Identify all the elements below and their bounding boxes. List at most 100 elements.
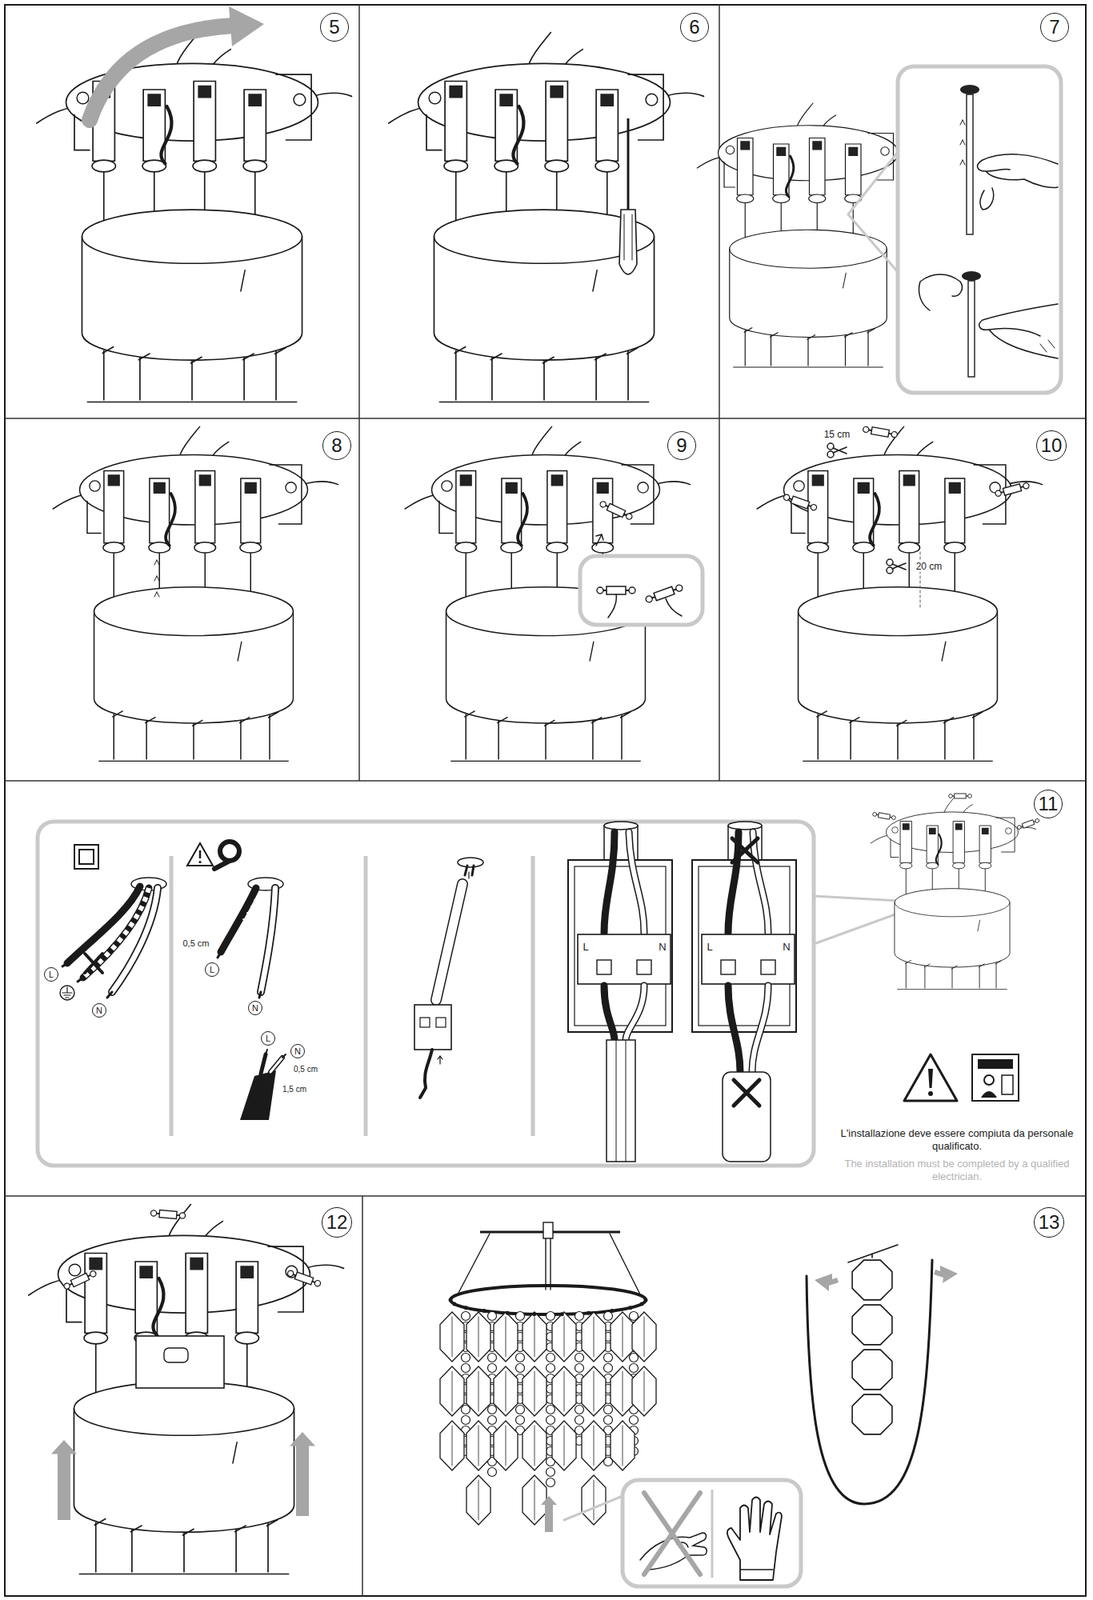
housing xyxy=(692,860,797,1033)
canopy-screw xyxy=(1005,828,1013,835)
bracket xyxy=(426,115,442,151)
step-number: 7 xyxy=(1040,12,1069,42)
bracket xyxy=(456,471,477,544)
crystal-facet xyxy=(564,1425,565,1466)
hanging-rod xyxy=(849,720,852,760)
hanging-rod xyxy=(112,714,115,761)
nut xyxy=(807,542,829,553)
dimension: 0,5 cm xyxy=(292,1064,319,1075)
crystal-drop xyxy=(610,1421,635,1471)
fixture xyxy=(36,32,353,403)
crystal-bead xyxy=(516,1312,525,1322)
octagon-crystal xyxy=(852,1305,893,1346)
ground-line xyxy=(87,401,298,403)
node-text: 10 xyxy=(1040,436,1063,456)
wire-connector xyxy=(1016,817,1040,830)
hanging-rod xyxy=(744,330,746,367)
cable-gland xyxy=(728,821,762,830)
nut xyxy=(103,542,125,553)
hanging-rod xyxy=(139,356,141,401)
rotate-arrow-head xyxy=(228,6,265,47)
bracket xyxy=(899,471,920,544)
hanging-rod xyxy=(268,714,271,760)
crystal-bead xyxy=(604,1416,613,1426)
bracket xyxy=(185,1253,208,1334)
step-number: 9 xyxy=(667,431,697,461)
crystal-drop xyxy=(522,1475,547,1526)
drum-mark xyxy=(977,920,981,932)
ground-line xyxy=(450,760,641,762)
motion-arrow xyxy=(596,534,604,546)
fixture xyxy=(52,426,338,761)
connector-body xyxy=(294,1272,313,1286)
screw-head xyxy=(1016,824,1022,830)
rod-hook xyxy=(951,965,958,969)
crystal-bead xyxy=(546,1468,556,1478)
grid-line xyxy=(718,4,721,781)
step-number: 8 xyxy=(322,431,352,461)
rod-hook xyxy=(769,332,779,338)
screwdriver-shaft xyxy=(627,118,630,210)
fixture xyxy=(28,1205,345,1575)
section-divider xyxy=(169,856,174,1137)
crystal-bead xyxy=(488,1364,497,1374)
rod-hook xyxy=(190,356,203,364)
warning-mark xyxy=(199,850,202,859)
hanging-rod xyxy=(905,962,907,989)
wire-connector xyxy=(872,812,896,821)
insulating-sleeve xyxy=(436,884,463,1001)
rod-hook xyxy=(904,960,912,964)
scissors-icon xyxy=(827,443,847,458)
rod-hook xyxy=(496,716,508,724)
bracket-screw xyxy=(776,147,786,157)
section-divider xyxy=(364,856,369,1137)
connector-body xyxy=(1002,484,1021,496)
ring-dot xyxy=(464,1305,469,1310)
drum-mark xyxy=(232,1442,237,1464)
nut xyxy=(455,542,477,553)
crystal-bead xyxy=(575,1353,585,1363)
motion-arrow xyxy=(960,140,965,145)
glove xyxy=(727,1497,782,1582)
crystal-facet xyxy=(534,1371,536,1412)
bracket-screw xyxy=(240,1265,254,1279)
cable-hole xyxy=(457,857,484,868)
live-wire xyxy=(260,1054,266,1074)
crystal-bead xyxy=(629,1416,639,1426)
bracket-screw xyxy=(902,823,910,830)
bracket xyxy=(952,821,965,864)
connector-body xyxy=(877,812,890,820)
cable xyxy=(785,156,793,197)
bracket-screw xyxy=(903,474,916,486)
class-ii-symbol xyxy=(79,849,94,865)
terminal-cover xyxy=(136,1336,225,1389)
rod-cap xyxy=(960,84,980,95)
crystal-facet xyxy=(593,1371,595,1412)
nut xyxy=(192,160,217,173)
section-divider xyxy=(531,856,536,1137)
terminal-letter: L xyxy=(581,940,589,954)
crystal-facet xyxy=(564,1317,565,1358)
scissors-blade xyxy=(832,447,847,454)
crystal-drop xyxy=(493,1312,518,1362)
hand xyxy=(977,154,1058,189)
node-text: 5 xyxy=(328,17,340,37)
bracket-screw xyxy=(505,482,518,494)
screw-head xyxy=(179,1213,186,1220)
wire xyxy=(420,1049,433,1098)
crystal-bead xyxy=(488,1416,497,1426)
crystal-drop xyxy=(552,1312,577,1362)
node-text: 7 xyxy=(1048,17,1060,37)
connector-body xyxy=(606,503,625,517)
screw-head xyxy=(286,1269,294,1278)
crystal-facet xyxy=(622,1317,624,1358)
grid-line xyxy=(4,1195,1086,1198)
motion-arrow xyxy=(154,592,160,597)
rod-hook xyxy=(464,711,475,718)
electrician-icon xyxy=(972,1054,1019,1102)
callout-leader xyxy=(848,152,898,273)
wire xyxy=(665,598,682,617)
wire-letter: L xyxy=(44,967,59,982)
crystal-drop xyxy=(493,1366,518,1417)
nut xyxy=(898,542,921,553)
